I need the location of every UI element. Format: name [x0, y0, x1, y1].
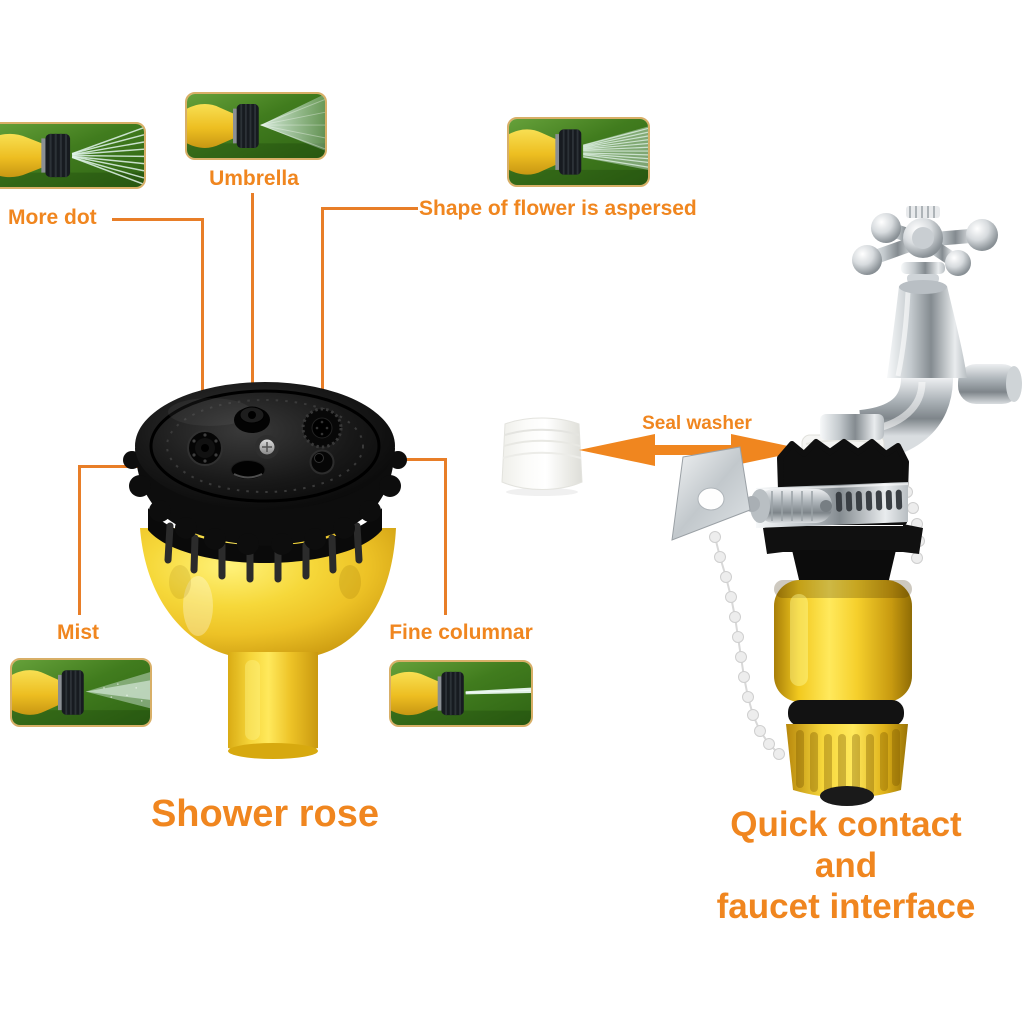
seal-washer-photo [501, 417, 583, 496]
callout-line-flower-h [322, 207, 418, 210]
nozzle-port-flower [301, 407, 343, 449]
spray-thumb-mist [10, 658, 152, 727]
hose-clamp [750, 482, 909, 528]
connector-flange [763, 524, 923, 584]
spray-thumb-umbrella [185, 92, 327, 160]
connector-ring [788, 700, 904, 726]
label-fine-columnar: Fine columnar [389, 621, 533, 644]
caption-quick-contact: Quick contact and faucet interface [686, 804, 1006, 927]
spray-thumb-fine-columnar [389, 660, 533, 727]
nozzle-port-fine-columnar [309, 449, 335, 475]
faucet-cross-handle [852, 206, 998, 294]
faucet-body [858, 286, 1022, 462]
caption-quick-contact-line1: Quick contact [730, 805, 962, 844]
butterfly-key [671, 446, 760, 541]
nozzle-port-more-dot [187, 430, 223, 466]
bead-chain [709, 531, 785, 760]
nozzle-center-screw [255, 435, 279, 459]
quick-connector-barrel [774, 580, 912, 702]
double-arrow-icon [579, 434, 807, 466]
nozzle-port-umbrella [234, 406, 270, 433]
label-seal-washer: Seal washer [642, 413, 752, 434]
callout-line-flower-v [321, 207, 324, 422]
label-flower: Shape of flower is aspersed [419, 197, 697, 220]
shower-rose-photo [123, 382, 407, 759]
umbrella-spray-icon [187, 94, 325, 158]
label-more-dot: More dot [8, 206, 97, 229]
caption-shower-rose: Shower rose [150, 793, 380, 835]
callout-line-umbrella-v [251, 193, 254, 412]
fine-columnar-spray-icon [391, 662, 531, 725]
callout-line-more-dot-h [112, 218, 203, 221]
label-mist: Mist [57, 621, 99, 644]
faucet-outlet [820, 414, 884, 440]
mist-spray-icon [12, 660, 150, 725]
spray-thumb-flower [507, 117, 650, 187]
nozzle-port-mist [230, 460, 266, 480]
caption-quick-contact-line3: faucet interface [716, 887, 976, 926]
label-umbrella: Umbrella [209, 167, 299, 190]
callout-line-fine-v [444, 458, 447, 615]
quick-connector-lower [786, 724, 908, 806]
spray-thumb-more-dot [0, 122, 146, 189]
callout-line-more-dot-v [201, 218, 204, 439]
callout-line-mist-v [78, 465, 81, 615]
flower-spray-icon [509, 119, 648, 185]
caption-quick-contact-line2: and [814, 846, 878, 885]
more-dot-spray-icon [0, 124, 144, 187]
faucet-photo [671, 206, 1022, 806]
